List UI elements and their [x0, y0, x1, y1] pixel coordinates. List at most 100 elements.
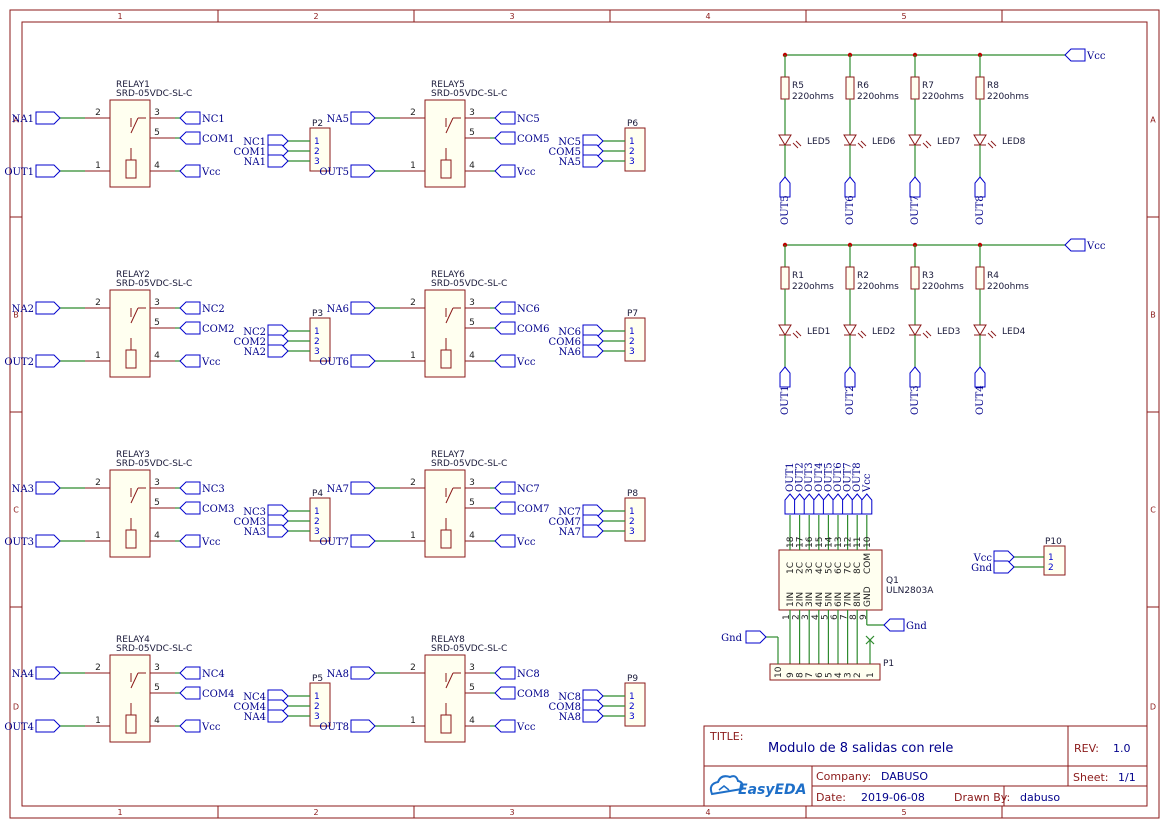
led-out-label: OUT5	[780, 195, 791, 225]
p1-pin-number: 1	[866, 672, 876, 678]
relay-contact-symbol	[130, 672, 139, 689]
net-port	[779, 366, 791, 388]
net-port	[909, 176, 921, 198]
net-port	[842, 493, 854, 515]
led-ref: LED8	[1002, 137, 1026, 147]
resistor-ref: R2	[857, 271, 869, 281]
uln-bot-pin-number: 5	[820, 614, 830, 620]
relay-pin-number: 3	[154, 298, 160, 308]
uln-bot-pin-number: 6	[830, 614, 840, 620]
relay-ref: RELAY2	[116, 270, 150, 280]
rev-value: 1.0	[1113, 742, 1131, 755]
relay-pin-number: 3	[469, 478, 475, 488]
header-net-label: COM3	[234, 517, 266, 528]
relay-pin-number: 1	[410, 531, 416, 541]
relay-ref: RELAY6	[431, 270, 465, 280]
led-symbol	[778, 324, 792, 336]
resistor-body	[975, 76, 985, 100]
resistor-body	[780, 266, 790, 290]
uln-top-pin-number: 12	[844, 537, 854, 548]
header-pin-number: 1	[629, 507, 635, 517]
led-symbol	[778, 134, 792, 146]
resistor-body	[910, 76, 920, 100]
uln-bot-pin-name: 3IN	[805, 592, 815, 607]
resistor-ref: R8	[987, 81, 999, 91]
relay-value: SRD-05VDC-SL-C	[116, 644, 192, 654]
net-label-nc: NC3	[202, 484, 225, 495]
p10-pin-number: 1	[1048, 553, 1054, 563]
header-body	[624, 497, 646, 542]
led-symbol	[973, 134, 987, 146]
relay-ref: RELAY4	[116, 635, 150, 645]
frame-row-label: C	[1150, 506, 1156, 515]
net-port	[794, 493, 806, 515]
net-label-nc: NC1	[202, 114, 225, 125]
led-arrow	[925, 140, 932, 147]
uln-top-pin-number: 15	[815, 537, 825, 548]
header-ref: P5	[312, 674, 323, 684]
resistor-ref: R6	[857, 81, 869, 91]
led-symbol	[973, 324, 987, 336]
resistor-body	[845, 266, 855, 290]
led-out-label: OUT3	[910, 385, 921, 415]
uln-top-net: OUT7	[843, 462, 854, 492]
net-port	[494, 111, 516, 125]
relay-body	[109, 469, 151, 558]
net-port	[779, 176, 791, 198]
header-pin-number: 2	[314, 147, 320, 157]
net-port	[35, 481, 61, 495]
frame-col-label: 3	[509, 808, 514, 817]
led-arrow	[792, 332, 799, 339]
header-net-label: COM1	[234, 147, 266, 158]
net-label-vcc: Vcc	[516, 722, 536, 733]
net-label-vcc: Vcc	[201, 722, 221, 733]
relay-pin-number: 5	[154, 498, 160, 508]
resistor-value: 220ohms	[922, 92, 964, 102]
net-port	[35, 719, 61, 733]
p10-body	[1043, 545, 1066, 576]
uln-bot-pin-name: 7IN	[844, 592, 854, 607]
led-out-label: OUT7	[910, 195, 921, 225]
p10-ref: P10	[1045, 537, 1062, 547]
relay-contact-symbol	[445, 307, 454, 324]
header-net-label: COM5	[549, 147, 581, 158]
relay-pin-number: 5	[154, 683, 160, 693]
net-label-com: COM4	[202, 689, 234, 700]
led-arrow	[857, 142, 864, 149]
driver-section: Q1ULN2803AOUT1181C1IN1OUT2172C2IN2OUT316…	[721, 462, 1066, 681]
header-pin-number: 1	[314, 137, 320, 147]
title-label: TITLE:	[709, 730, 743, 743]
resistor-body	[910, 266, 920, 290]
net-port	[494, 354, 516, 368]
net-port	[974, 366, 986, 388]
frame-row-label: D	[13, 703, 19, 712]
relay-pin-number: 2	[410, 108, 416, 118]
net-port	[179, 354, 201, 368]
uln-top-net: Vcc	[862, 473, 873, 493]
relay-pin-number: 4	[469, 531, 475, 541]
frame-col-label: 1	[117, 808, 122, 817]
net-label-na: NA4	[12, 669, 34, 680]
resistor-value: 220ohms	[987, 282, 1029, 292]
header-pin-number: 1	[314, 327, 320, 337]
uln-bot-pin-name: GND	[863, 586, 873, 607]
header-net-label: COM2	[234, 337, 266, 348]
led-arrow	[922, 142, 929, 149]
net-label-nc: NC7	[517, 484, 540, 495]
relay-contact-symbol	[130, 117, 139, 134]
net-port	[179, 686, 201, 700]
net-port	[494, 686, 516, 700]
net-port	[35, 354, 61, 368]
p10-pin-number: 2	[1048, 563, 1054, 573]
relay-value: SRD-05VDC-SL-C	[116, 89, 192, 99]
header-net-label: COM7	[549, 517, 581, 528]
relay-pin-number: 2	[410, 298, 416, 308]
net-label-out: OUT4	[4, 722, 34, 733]
relay-value: SRD-05VDC-SL-C	[116, 279, 192, 289]
net-port	[350, 481, 376, 495]
net-port	[350, 719, 376, 733]
led-ref: LED5	[807, 137, 830, 147]
net-port	[822, 493, 834, 515]
